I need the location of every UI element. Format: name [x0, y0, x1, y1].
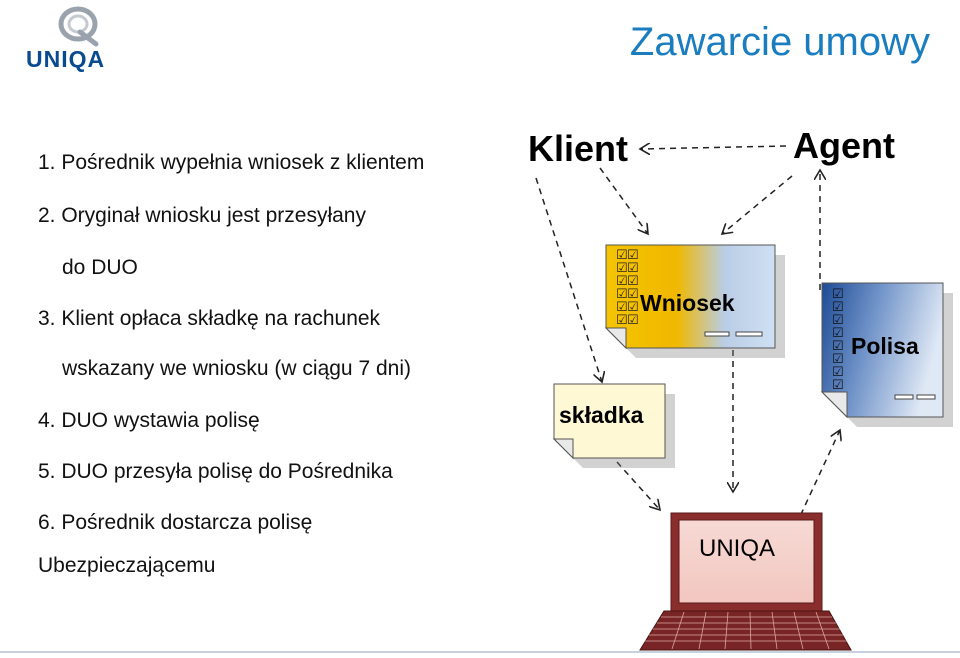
svg-text:☑: ☑ — [627, 260, 639, 275]
premium-document: składka — [552, 383, 675, 468]
step-6: 6. Pośrednik dostarcza polisę — [38, 511, 313, 534]
application-label: Wniosek — [640, 290, 735, 316]
step-4: 4. DUO wystawia polisę — [38, 409, 260, 432]
arrow-client-to-application — [599, 167, 648, 234]
arrow-client-to-premium — [535, 177, 602, 382]
logo-q-mark-icon — [58, 6, 99, 47]
svg-text:☑: ☑ — [832, 351, 844, 366]
step-2: 2. Oryginał wniosku jest przesyłany — [38, 204, 366, 227]
uniqa-logo — [58, 6, 99, 47]
step-3-continued: wskazany we wniosku (w ciągu 7 dni) — [62, 357, 411, 380]
svg-text:☑: ☑ — [627, 247, 639, 262]
arrow-premium-to-uniqa — [616, 461, 660, 510]
svg-text:☑: ☑ — [627, 299, 639, 314]
step-5: 5. DUO przesyła polisę do Pośrednika — [38, 460, 393, 483]
svg-text:☑: ☑ — [832, 299, 844, 314]
policy-signature-lines-icon — [894, 394, 936, 400]
computer-screen-label: UNIQA — [699, 535, 775, 562]
arrow-agent-to-client — [640, 146, 787, 149]
arrow-agent-to-application — [722, 175, 793, 234]
svg-text:☑: ☑ — [832, 377, 844, 392]
uniqa-computer-icon: UNIQA — [639, 512, 852, 651]
svg-text:☑: ☑ — [627, 312, 639, 327]
application-signature-lines-icon — [704, 331, 763, 337]
step-6-continued: Ubezpieczającemu — [38, 554, 216, 577]
premium-label: składka — [559, 402, 644, 428]
step-3: 3. Klient opłaca składkę na rachunek — [38, 307, 381, 330]
policy-label: Polisa — [851, 333, 919, 359]
svg-text:☑: ☑ — [616, 299, 628, 314]
policy-document: ☑ ☑ ☑ ☑ ☑ ☑ ☑ ☑ Polisa — [820, 282, 953, 427]
svg-text:☑: ☑ — [616, 273, 628, 288]
logo-wordmark: UNIQA — [26, 46, 106, 72]
svg-text:☑: ☑ — [616, 247, 628, 262]
svg-text:☑: ☑ — [616, 312, 628, 327]
svg-text:☑: ☑ — [832, 286, 844, 301]
agent-label: Agent — [793, 125, 895, 166]
svg-text:☑: ☑ — [616, 260, 628, 275]
svg-text:☑: ☑ — [832, 338, 844, 353]
arrow-uniqa-to-policy — [795, 430, 840, 526]
footer-divider — [0, 651, 960, 653]
step-1: 1. Pośrednik wypełnia wniosek z klientem — [38, 151, 425, 174]
svg-text:☑: ☑ — [832, 364, 844, 379]
policy-checkbox-column-icon: ☑ ☑ ☑ ☑ ☑ ☑ ☑ ☑ — [832, 286, 844, 392]
svg-text:☑: ☑ — [627, 273, 639, 288]
client-label: Klient — [528, 128, 628, 169]
application-document: ☑☑ ☑☑ ☑☑ ☑☑ ☑☑ ☑☑ Wniosek — [604, 244, 785, 358]
svg-text:☑: ☑ — [832, 312, 844, 327]
svg-text:☑: ☑ — [832, 325, 844, 340]
step-2-continued: do DUO — [62, 256, 138, 279]
svg-text:☑: ☑ — [627, 286, 639, 301]
page-title: Zawarcie umowy — [629, 20, 930, 64]
svg-text:☑: ☑ — [616, 286, 628, 301]
application-checkbox-column-icon: ☑☑ ☑☑ ☑☑ ☑☑ ☑☑ ☑☑ — [616, 247, 639, 327]
